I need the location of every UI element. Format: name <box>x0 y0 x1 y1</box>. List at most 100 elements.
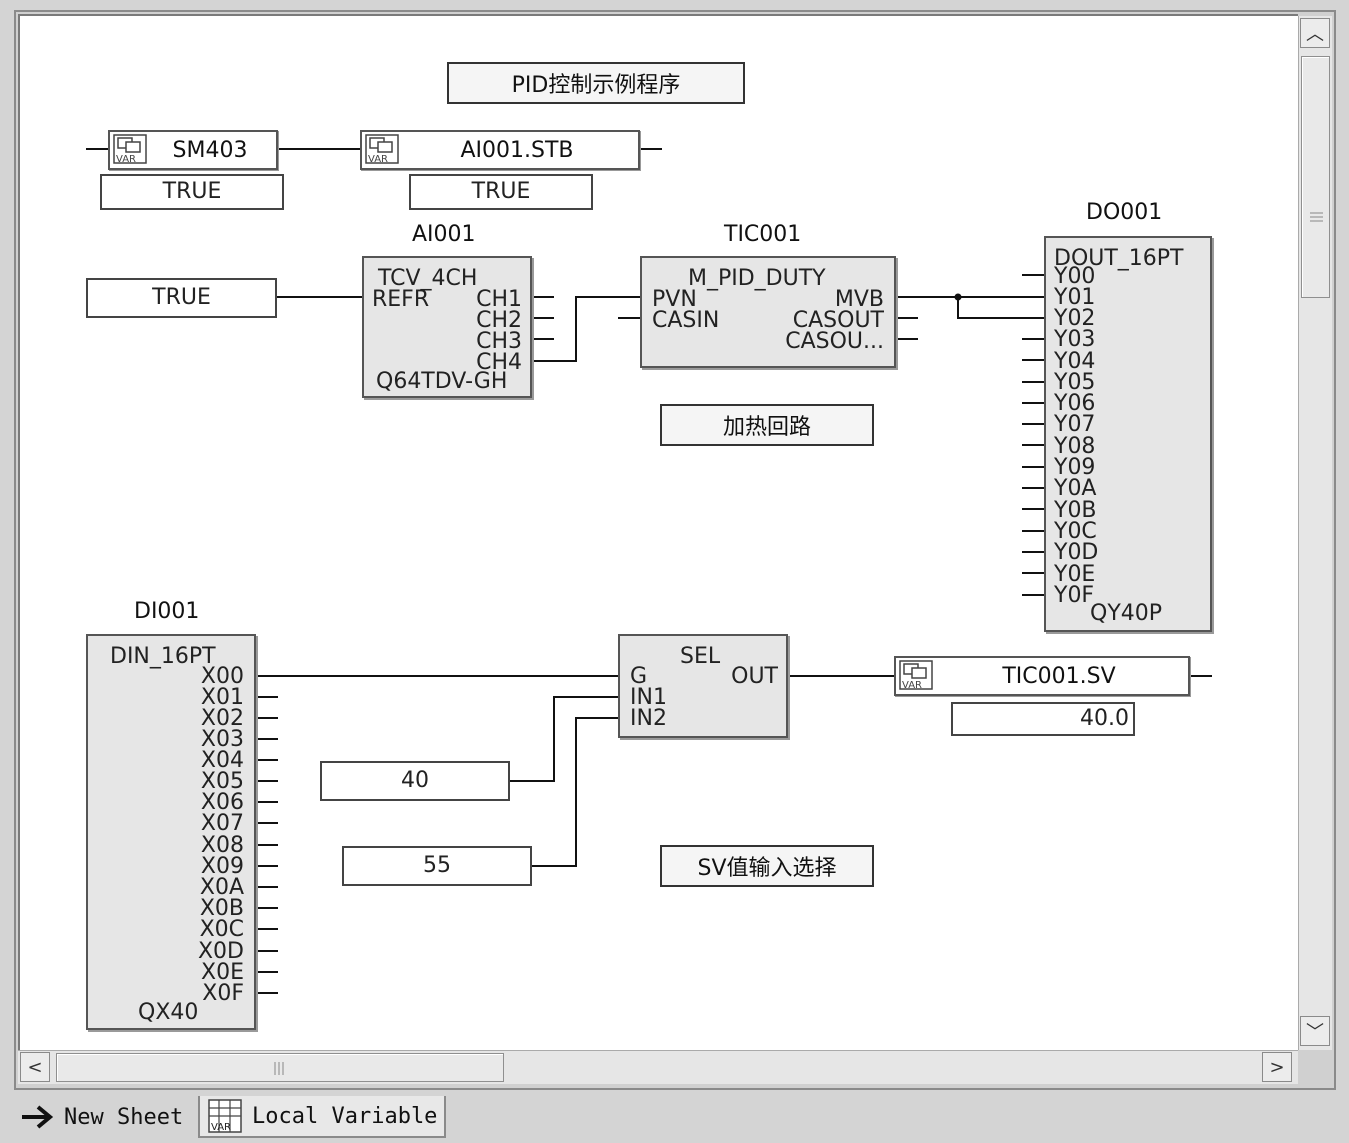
block-type: DIN_16PT <box>110 644 216 669</box>
input-pin: PVN <box>652 287 697 312</box>
output-pin: CH2 <box>476 308 522 333</box>
variable-value: 40.0 <box>951 702 1135 736</box>
block-type: TCV_4CH <box>378 266 478 291</box>
tab-local-variable[interactable]: VAR Local Variable <box>198 1096 446 1138</box>
output-pin: X05 <box>200 769 244 794</box>
output-pin: X0C <box>199 917 244 942</box>
input-pin: Y0D <box>1054 540 1099 565</box>
input-pin: Y05 <box>1054 370 1096 395</box>
variable-name: TIC001.SV <box>1002 663 1116 689</box>
horizontal-scrollbar[interactable]: < > <box>18 1050 1298 1084</box>
output-pin: X0D <box>197 939 244 964</box>
output-pin: CH3 <box>476 329 522 354</box>
grip-icon <box>274 1062 284 1075</box>
variable-value: TRUE <box>100 174 284 210</box>
output-pin: X07 <box>200 811 244 836</box>
input-pin: Y03 <box>1054 327 1096 352</box>
constant-text: TRUE <box>152 285 211 310</box>
variable-name: AI001.STB <box>460 137 574 163</box>
title-comment[interactable]: PID控制示例程序 <box>447 62 745 104</box>
function-block-ai001[interactable]: TCV_4CH REFR CH1 CH2 CH3 CH4 Q64TDV-GH <box>362 256 532 398</box>
output-pin: X03 <box>200 727 244 752</box>
sheet-tab-bar: New Sheet VAR Local Variable <box>0 1092 1349 1143</box>
output-pin: CASOU... <box>785 329 884 354</box>
wire <box>532 296 640 362</box>
constant-refr[interactable]: TRUE <box>86 278 277 318</box>
block-instance-name: DI001 <box>134 599 200 624</box>
input-pin: Y0B <box>1054 498 1097 523</box>
module-name: QX40 <box>138 1000 199 1025</box>
value-text: TRUE <box>162 179 222 204</box>
block-instance-name: AI001 <box>412 222 476 247</box>
wire-layer <box>86 148 1212 994</box>
scroll-down-button[interactable]: ﹀ <box>1300 1016 1330 1046</box>
output-pin: X0F <box>202 981 244 1006</box>
chevron-left-icon: < <box>27 1056 43 1078</box>
output-pin: X02 <box>200 706 244 731</box>
input-pin: Y0C <box>1054 519 1097 544</box>
fbd-canvas[interactable]: PID控制示例程序 VAR SM403 TRUE VAR AI001.STB T… <box>18 14 1298 1050</box>
wire <box>510 696 618 782</box>
output-pin: X06 <box>200 790 244 815</box>
function-block-do001[interactable]: DOUT_16PT Y00 Y01 Y02 Y03 Y04 Y05 Y06 Y0… <box>1044 236 1212 632</box>
tab-label: New Sheet <box>64 1104 184 1130</box>
tab-label: Local Variable <box>252 1103 438 1129</box>
horizontal-scroll-thumb[interactable] <box>56 1053 504 1082</box>
variable-sm403[interactable]: VAR SM403 <box>108 130 278 170</box>
output-pin: X0A <box>199 875 244 900</box>
variable-name: SM403 <box>172 137 248 163</box>
function-block-tic001[interactable]: M_PID_DUTY PVN CASIN MVB CASOUT CASOU... <box>640 256 896 368</box>
input-pin: CASIN <box>652 308 720 333</box>
svg-text:VAR: VAR <box>211 1122 231 1133</box>
wire-junction <box>954 293 962 301</box>
tab-new-sheet[interactable]: New Sheet <box>20 1096 196 1138</box>
input-pin: Y0E <box>1054 562 1096 587</box>
block-instance-name: DO001 <box>1086 200 1163 225</box>
vertical-scroll-thumb[interactable] <box>1301 56 1330 298</box>
svg-text:VAR: VAR <box>368 154 388 164</box>
var-grid-icon: VAR <box>208 1099 242 1133</box>
chevron-up-icon: ︿ <box>1306 24 1324 45</box>
output-pin: X04 <box>200 748 244 773</box>
input-pin: IN1 <box>630 685 667 710</box>
input-pin: REFR <box>372 287 430 312</box>
constant-in1[interactable]: 40 <box>320 761 510 801</box>
block-type: DOUT_16PT <box>1054 246 1184 271</box>
input-pin: Y00 <box>1054 264 1096 289</box>
output-pin: X01 <box>200 685 244 710</box>
module-name: Q64TDV-GH <box>376 369 508 394</box>
arrow-right-icon <box>22 1105 54 1129</box>
output-pin: CASOUT <box>792 308 884 333</box>
input-pin: Y0A <box>1054 476 1097 501</box>
wire <box>957 297 1044 319</box>
heating-loop-comment[interactable]: 加热回路 <box>660 404 874 446</box>
input-pin: Y09 <box>1054 455 1096 480</box>
scroll-left-button[interactable]: < <box>20 1052 50 1082</box>
function-block-sel[interactable]: SEL G IN1 IN2 OUT <box>618 634 788 738</box>
output-pin: X0E <box>201 960 244 985</box>
input-pin: Y08 <box>1054 434 1096 459</box>
constant-text: 40 <box>401 768 429 793</box>
input-pin: Y02 <box>1054 306 1096 331</box>
grip-icon <box>1310 212 1323 222</box>
sv-select-comment[interactable]: SV值输入选择 <box>660 845 874 887</box>
function-block-di001[interactable]: DIN_16PT X00 X01 X02 X03 X04 X05 X06 X07… <box>86 634 256 1030</box>
variable-tic001-sv[interactable]: VAR TIC001.SV <box>894 656 1190 696</box>
input-pin: Y0F <box>1054 583 1095 608</box>
vertical-scrollbar[interactable]: ︿ ﹀ <box>1298 16 1332 1050</box>
scroll-right-button[interactable]: > <box>1262 1052 1292 1082</box>
var-icon: VAR <box>365 134 399 164</box>
output-pin: CH1 <box>476 287 522 312</box>
scroll-up-button[interactable]: ︿ <box>1300 18 1330 48</box>
sv-select-comment-text: SV值输入选择 <box>697 856 837 881</box>
output-pin: X00 <box>200 664 244 689</box>
variable-ai001-stb[interactable]: VAR AI001.STB <box>360 130 640 170</box>
value-text: 40.0 <box>1080 706 1129 731</box>
chevron-down-icon: ﹀ <box>1306 1022 1324 1043</box>
value-text: TRUE <box>471 179 531 204</box>
var-icon: VAR <box>899 660 933 690</box>
input-pin: Y06 <box>1054 391 1096 416</box>
wire <box>532 717 618 867</box>
constant-in2[interactable]: 55 <box>342 846 532 886</box>
svg-text:VAR: VAR <box>902 680 922 690</box>
